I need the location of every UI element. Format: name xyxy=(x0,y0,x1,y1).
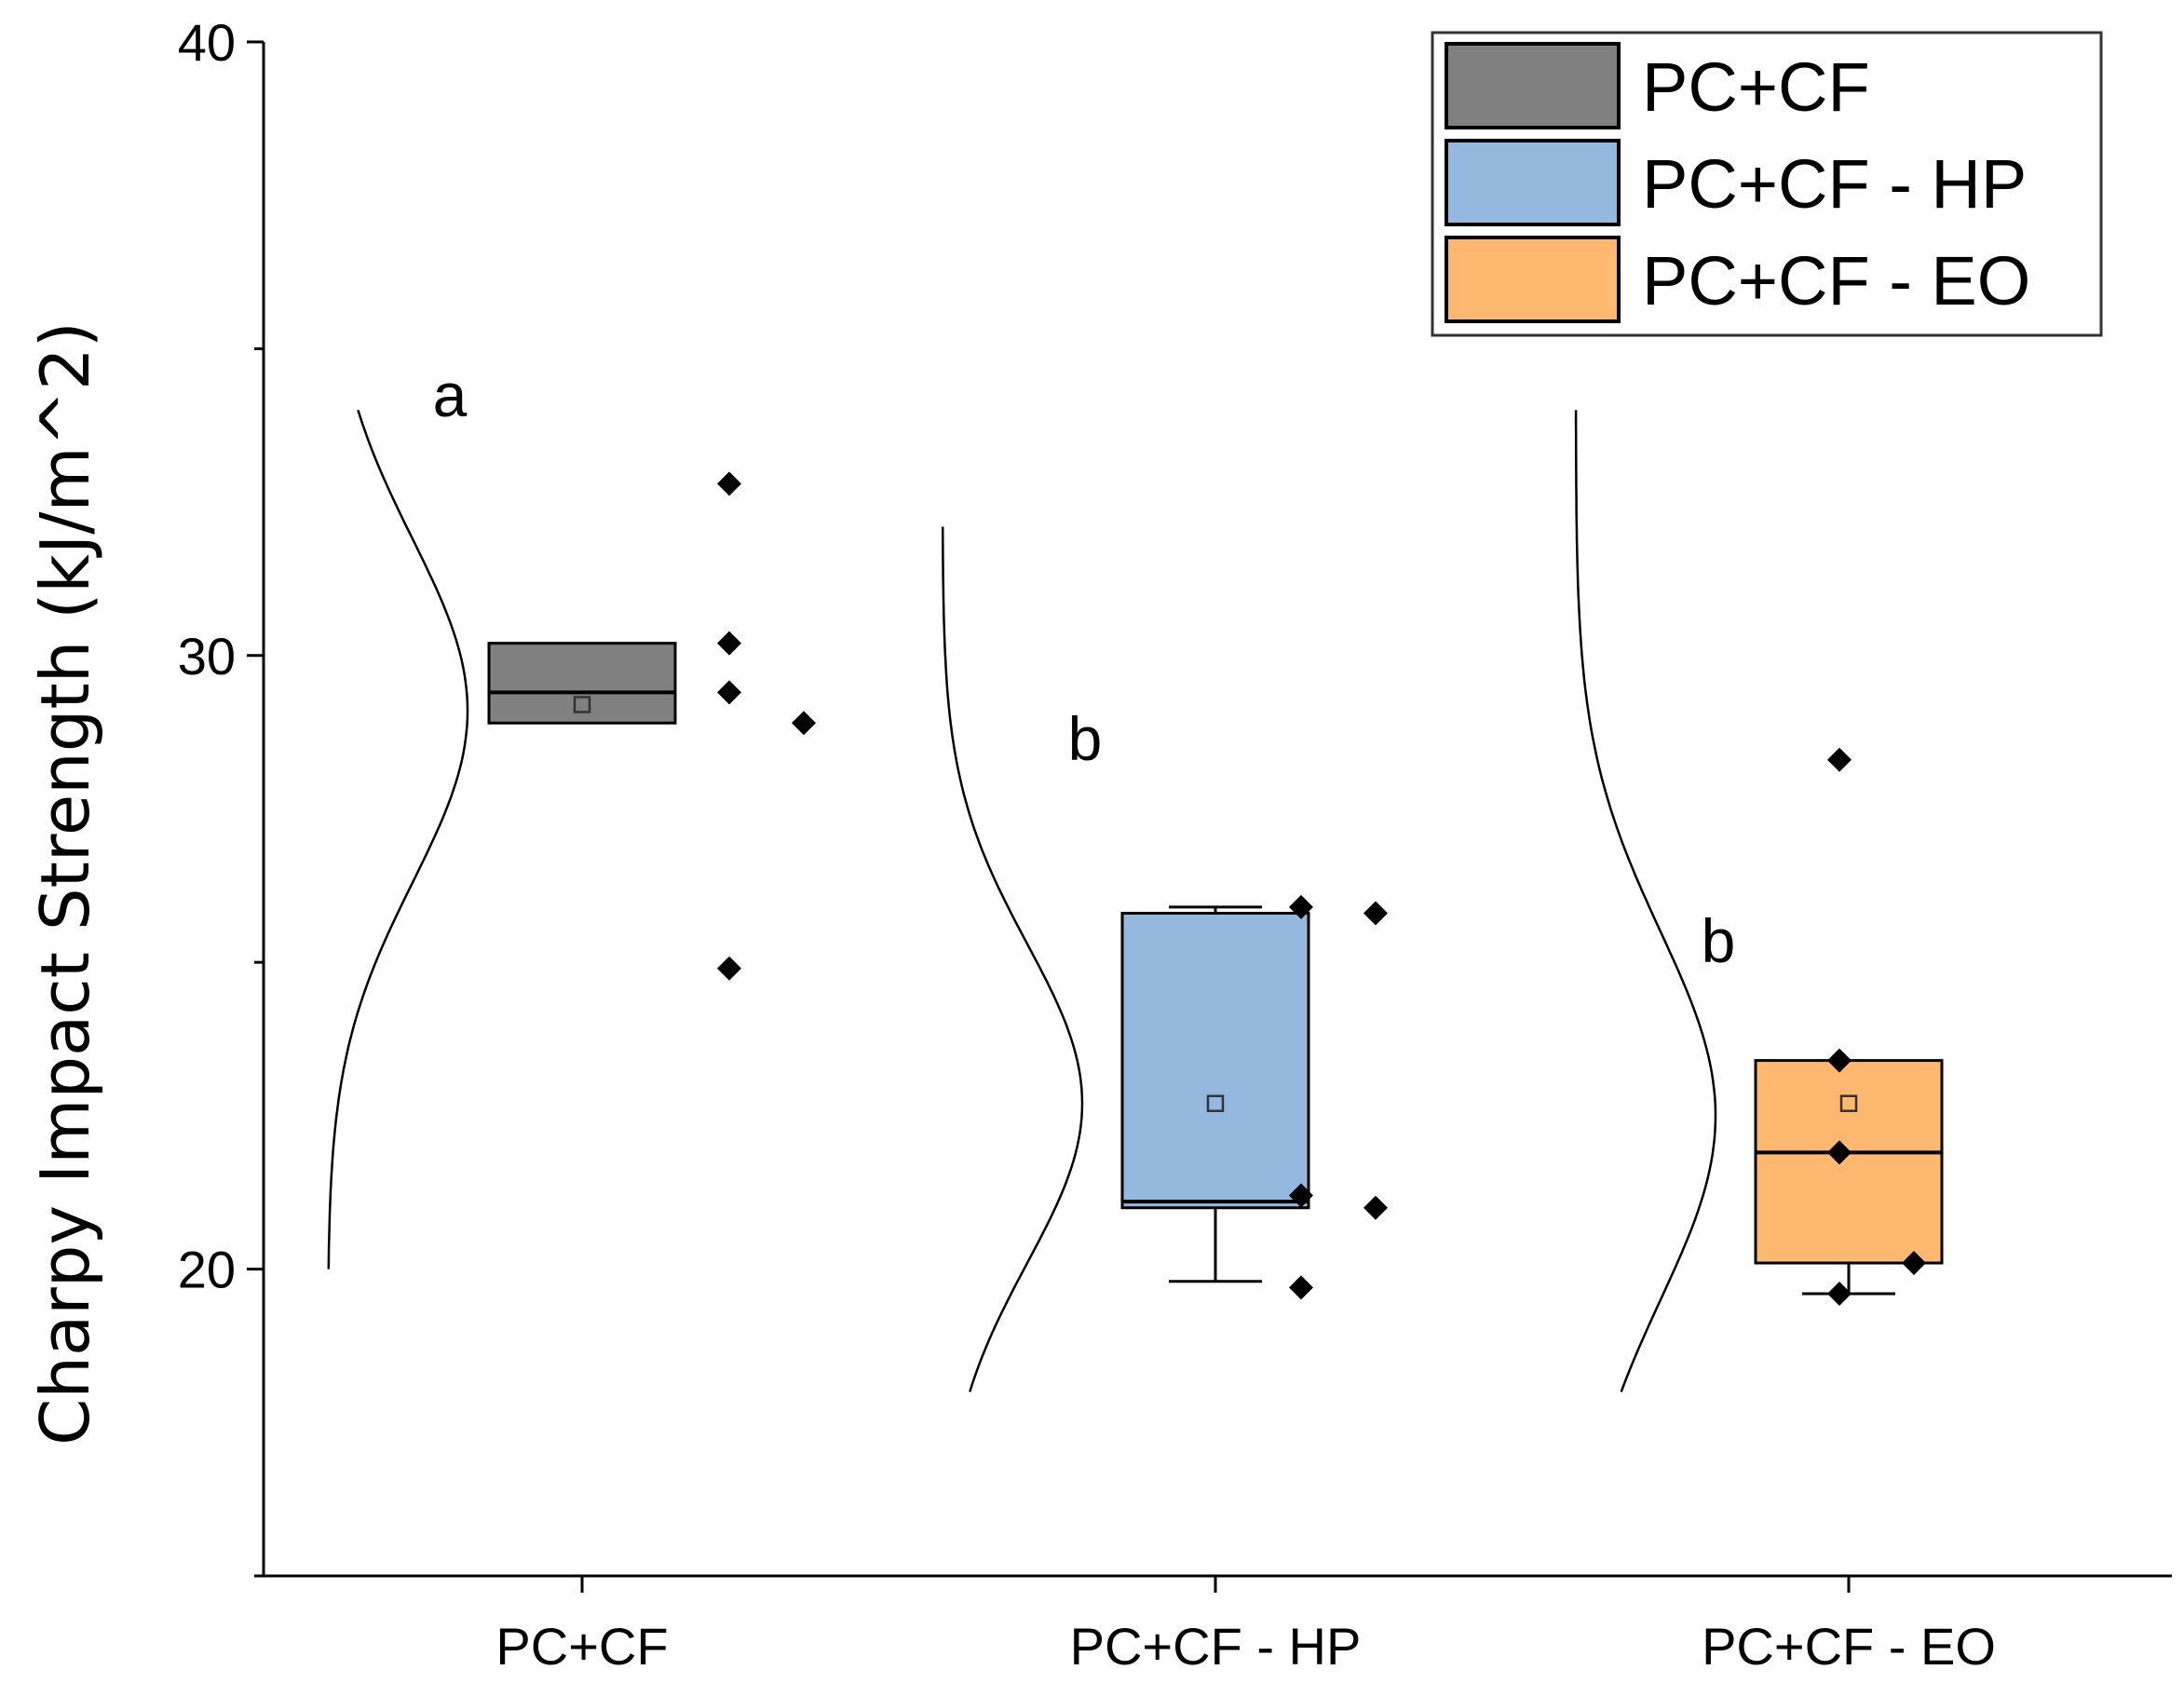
data-point xyxy=(1827,1140,1852,1165)
legend-swatch xyxy=(1445,139,1621,226)
legend-swatch xyxy=(1445,42,1621,129)
data-point xyxy=(1827,1048,1852,1073)
data-point xyxy=(1363,901,1388,926)
legend-label: PC+CF - EO xyxy=(1642,242,2030,319)
distribution-curve xyxy=(941,526,1084,1392)
distribution-curve xyxy=(1574,410,1717,1392)
x-tick-label: PC+CF - HP xyxy=(1070,1617,1362,1676)
data-point xyxy=(792,711,816,736)
data-point xyxy=(1827,747,1852,772)
box xyxy=(487,642,677,725)
data-point xyxy=(1289,1275,1313,1300)
mean-marker xyxy=(1206,1094,1225,1112)
group-letter: b xyxy=(1702,906,1736,975)
mean-marker xyxy=(573,696,591,713)
y-tick-label: 40 xyxy=(178,13,236,72)
data-point xyxy=(1289,1183,1313,1208)
legend: PC+CF PC+CF - HP PC+CF - EO xyxy=(1431,31,2103,337)
y-tick-label: 30 xyxy=(178,627,236,686)
group-letter: b xyxy=(1068,704,1103,773)
group-letter: a xyxy=(433,360,468,429)
data-point xyxy=(717,471,741,496)
series-1: a xyxy=(327,360,816,1269)
data-point xyxy=(1289,894,1313,919)
y-tick-label: 20 xyxy=(178,1241,236,1299)
legend-swatch xyxy=(1445,236,1621,323)
box xyxy=(1754,1059,1944,1265)
series-2: b xyxy=(941,526,1388,1392)
box xyxy=(1120,911,1310,1210)
data-point xyxy=(1902,1251,1926,1276)
data-point xyxy=(1363,1195,1388,1220)
series-3: b xyxy=(1574,410,1944,1392)
data-point xyxy=(1827,1281,1852,1306)
data-point xyxy=(717,956,741,981)
plot-area: a b b xyxy=(327,360,1944,1392)
legend-label: PC+CF xyxy=(1642,48,1870,126)
legend-label: PC+CF - HP xyxy=(1642,145,2027,223)
distribution-curve xyxy=(327,409,469,1269)
mean-marker xyxy=(1839,1094,1858,1112)
data-point xyxy=(717,631,741,656)
x-tick-label: PC+CF - EO xyxy=(1702,1617,1996,1676)
x-tick-label: PC+CF xyxy=(495,1617,668,1676)
y-axis-label: Charpy Impact Strength (kJ/m^2) xyxy=(26,321,104,1446)
data-point xyxy=(717,680,741,705)
